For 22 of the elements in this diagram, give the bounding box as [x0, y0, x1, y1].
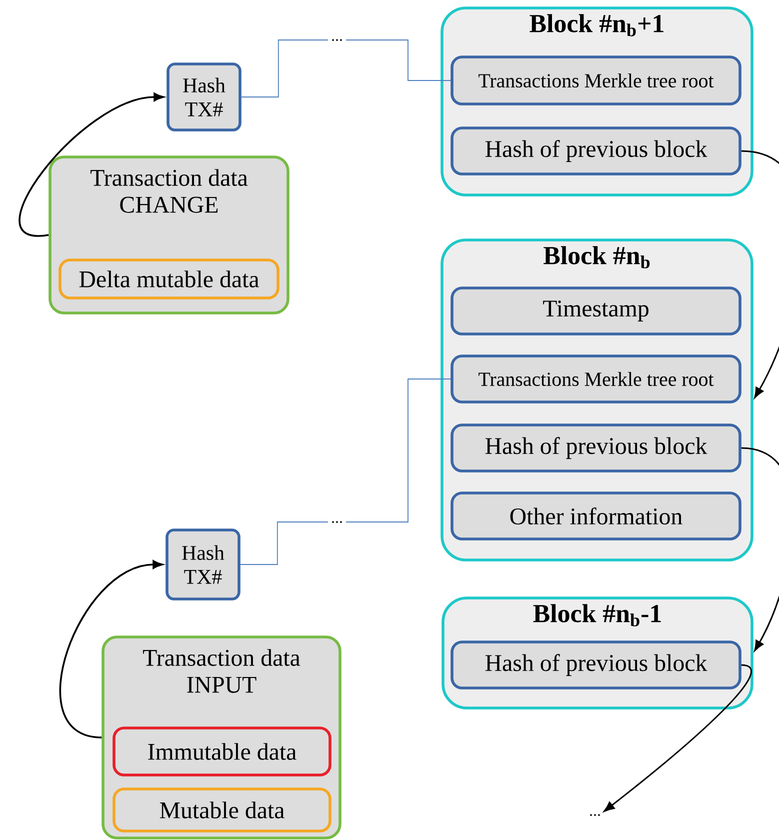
edge-label: ...	[328, 36, 346, 44]
field-box: Transactions Merkle tree root	[450, 354, 742, 404]
arrow	[741, 447, 779, 652]
hash-box: Hash TX#	[166, 62, 242, 132]
arrow	[741, 150, 779, 398]
data-field-box: Mutable data	[112, 788, 332, 832]
edge-label: ...	[328, 518, 346, 526]
data-field-box: Immutable data	[112, 726, 332, 776]
field-box: Timestamp	[450, 286, 742, 336]
field-box: Hash of previous block	[450, 126, 742, 176]
field-box: Other information	[450, 492, 742, 540]
ellipsis-text: ...	[590, 814, 600, 816]
field-box: Hash of previous block	[450, 640, 742, 690]
arrow	[59, 560, 163, 738]
arrow	[604, 664, 752, 812]
field-box: Hash of previous block	[450, 424, 742, 472]
data-field-box: Delta mutable data	[58, 258, 280, 300]
connector-line	[240, 378, 452, 565]
field-box: Transactions Merkle tree root	[450, 56, 742, 106]
connector-line	[240, 40, 452, 98]
hash-box: Hash TX#	[166, 528, 240, 600]
arrow	[18, 92, 164, 236]
